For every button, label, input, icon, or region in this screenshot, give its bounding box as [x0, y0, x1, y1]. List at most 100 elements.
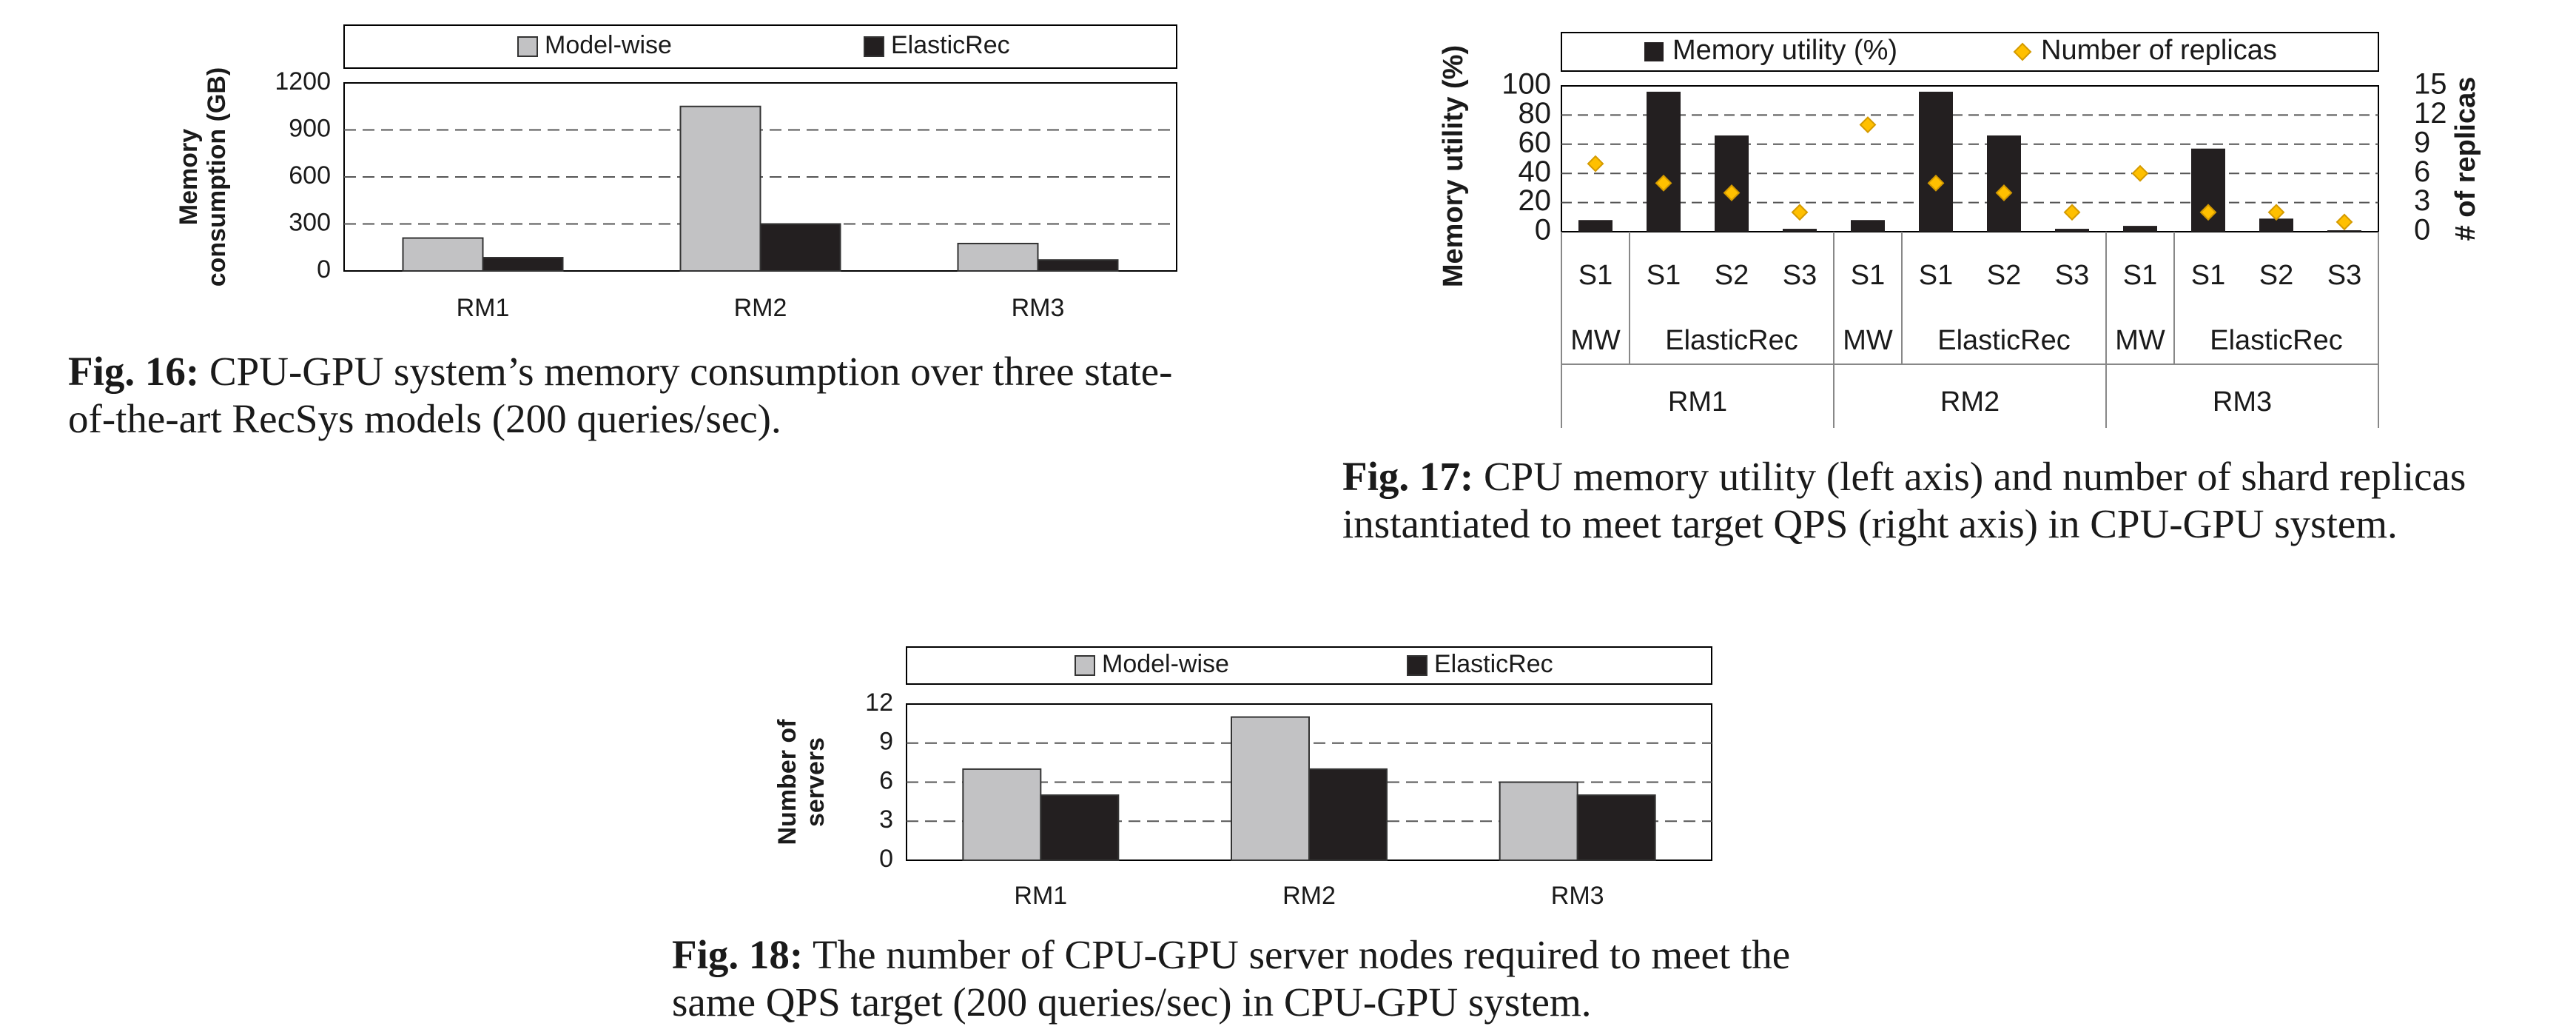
- fig17-bar-rm2-elasticrec-s1: [1919, 91, 1953, 232]
- fig16-ytick-label: 0: [317, 255, 331, 284]
- fig17-ytick-label: 80: [1519, 97, 1552, 130]
- fig18-xtick-label: RM3: [1551, 882, 1604, 910]
- fig17-bar-rm1-elasticrec-s3: [1783, 229, 1817, 232]
- fig17-subgroup-label: MW: [2115, 325, 2165, 356]
- fig17-shard-label: S3: [2055, 260, 2089, 291]
- fig17-caption: Fig. 17: CPU memory utility (left axis) …: [1342, 453, 2466, 548]
- fig17-replica-marker-rm1-elasticrec-s3: [1791, 204, 1809, 221]
- fig17-subgroup-label: ElasticRec: [2210, 325, 2343, 356]
- fig17-caption-label: Fig. 17:: [1342, 454, 1474, 499]
- fig17-replica-marker-rm2-elasticrec-s2: [1995, 184, 2013, 201]
- fig17-bar-rm2-elasticrec-s2: [1987, 135, 2021, 232]
- fig16-bar-model-wise-rm1: [402, 237, 484, 272]
- fig17-shard-label: S1: [2191, 260, 2225, 291]
- fig17-y2tick-label: 3: [2414, 184, 2430, 217]
- fig17-group-label: RM3: [2213, 386, 2272, 418]
- fig17-y2tick-label: 6: [2414, 155, 2430, 188]
- fig17-shard-label: S1: [1578, 260, 1612, 291]
- fig17-replica-marker-rm1-mw-s1: [1587, 155, 1604, 172]
- fig17-legend: [1561, 32, 2379, 72]
- fig17-ytick-label: 60: [1519, 126, 1552, 158]
- fig17-ytick-label: 0: [1535, 214, 1551, 247]
- fig18-caption-line-2: same QPS target (200 queries/sec) in CPU…: [672, 979, 1592, 1025]
- fig17-shard-label: S1: [2123, 260, 2157, 291]
- fig16-ytick-label: 900: [289, 114, 331, 142]
- fig17-shard-label: S2: [2259, 260, 2293, 291]
- fig17-legend-label-2: Number of replicas: [2041, 35, 2277, 66]
- fig18-bar-elasticrec-rm3: [1576, 794, 1656, 862]
- fig16-legend: [343, 24, 1177, 69]
- fig17-replica-marker-rm1-elasticrec-s2: [1723, 184, 1741, 201]
- fig17-legend-label-1: Memory utility (%): [1672, 35, 1897, 66]
- fig17-y2tick-label: 9: [2414, 126, 2430, 158]
- fig17-ytick-label: 100: [1501, 68, 1551, 101]
- fig17-y2tick-label: 15: [2414, 68, 2447, 101]
- fig16-xtick-label: RM1: [457, 294, 510, 322]
- fig18-bar-elasticrec-rm2: [1308, 768, 1388, 861]
- fig16-bar-model-wise-rm3: [957, 242, 1039, 272]
- fig17-replica-marker-rm3-elasticrec-s1: [2199, 204, 2217, 221]
- fig17-group-label: RM1: [1668, 386, 1727, 418]
- fig18-ytick-label: 12: [865, 688, 893, 717]
- fig18-caption-label: Fig. 18:: [672, 932, 804, 977]
- fig18-legend-label-2: ElasticRec: [1434, 650, 1553, 678]
- fig17-y2tick-label: 12: [2414, 97, 2447, 130]
- fig17-replica-marker-rm2-mw-s1: [1859, 116, 1877, 133]
- fig17-bar-rm1-elasticrec-s2: [1715, 135, 1749, 232]
- fig17-shard-label: S1: [1851, 260, 1885, 291]
- fig17-shard-label: S1: [1919, 260, 1953, 291]
- fig16-xtick-label: RM2: [734, 294, 787, 322]
- fig17-replica-marker-rm2-elasticrec-s3: [2063, 204, 2081, 221]
- fig18-xtick-label: RM1: [1014, 882, 1067, 910]
- fig17-replica-marker-rm2-elasticrec-s1: [1927, 174, 1945, 192]
- fig17-replica-marker-rm3-elasticrec-s2: [2267, 204, 2285, 221]
- fig16-caption-line-2: of-the-art RecSys models (200 queries/se…: [68, 396, 781, 441]
- fig17-bar-rm3-elasticrec-s2: [2259, 218, 2293, 232]
- fig18-ytick-label: 6: [879, 766, 893, 794]
- fig18-ylabel-line-1: Number of: [773, 719, 801, 845]
- fig16-legend-label-1: Model-wise: [545, 31, 672, 59]
- fig17-shard-label: S2: [1715, 260, 1749, 291]
- fig17-bar-rm3-elasticrec-s3: [2327, 230, 2361, 232]
- fig17-bar-rm1-elasticrec-s1: [1647, 91, 1681, 232]
- fig18-legend: [906, 646, 1712, 685]
- fig16-caption: Fig. 16: CPU-GPU system’s memory consump…: [68, 348, 1172, 443]
- fig16-caption-label: Fig. 16:: [68, 349, 200, 394]
- fig17-plot-frame: [1561, 85, 2379, 232]
- fig16-xtick-label: RM3: [1012, 294, 1065, 322]
- fig17-subgroup-label: MW: [1843, 325, 1893, 356]
- fig17-shard-label: S3: [2327, 260, 2361, 291]
- fig17-shard-label: S2: [1987, 260, 2021, 291]
- fig17-legend-swatch-2: [2013, 42, 2032, 61]
- fig16-ylabel-line-2: consumption (GB): [203, 67, 231, 287]
- fig16-bar-elasticrec-rm2: [759, 223, 841, 272]
- fig16-ytick-label: 1200: [275, 67, 331, 96]
- fig16-ytick-label: 600: [289, 161, 331, 190]
- fig18-legend-label-1: Model-wise: [1102, 650, 1229, 678]
- fig18-legend-swatch-2: [1407, 655, 1427, 676]
- fig17-replica-marker-rm1-elasticrec-s1: [1655, 174, 1672, 192]
- fig18-bar-model-wise-rm1: [962, 768, 1042, 861]
- fig17-bar-rm3-mw-s1: [2123, 226, 2157, 232]
- fig17-caption-line-1: CPU memory utility (left axis) and numbe…: [1483, 454, 2466, 499]
- fig17-y2label: # of replicas: [2450, 77, 2481, 241]
- fig18-bar-elasticrec-rm1: [1040, 794, 1120, 862]
- fig16-ytick-label: 300: [289, 208, 331, 236]
- fig17-bar-rm2-mw-s1: [1851, 220, 1885, 232]
- fig18-ytick-label: 9: [879, 728, 893, 756]
- fig18-bar-model-wise-rm3: [1499, 781, 1578, 861]
- fig17-ytick-label: 20: [1519, 184, 1552, 217]
- fig18-xtick-label: RM2: [1282, 882, 1336, 910]
- fig17-shard-label: S1: [1647, 260, 1681, 291]
- fig16-legend-swatch-1: [517, 36, 538, 57]
- fig17-caption-line-2: instantiated to meet target QPS (right a…: [1342, 501, 2398, 546]
- fig16-bar-model-wise-rm2: [679, 105, 761, 272]
- fig16-bar-elasticrec-rm3: [1037, 259, 1119, 272]
- fig17-legend-swatch-1: [1644, 42, 1664, 61]
- fig18-ylabel-line-2: servers: [801, 737, 830, 827]
- fig18-legend-swatch-1: [1075, 655, 1095, 676]
